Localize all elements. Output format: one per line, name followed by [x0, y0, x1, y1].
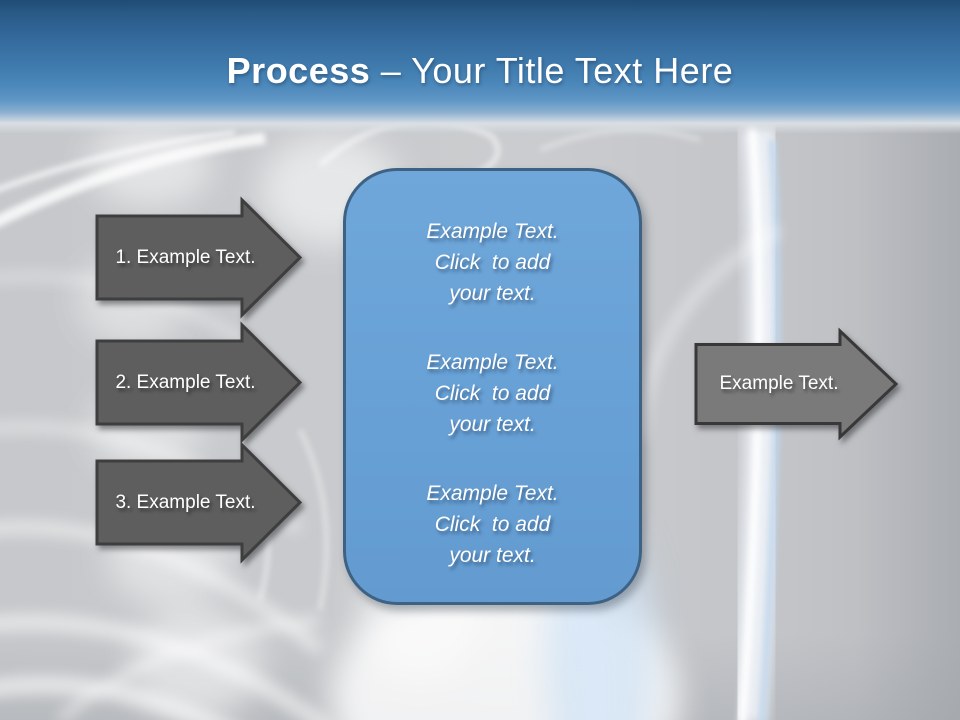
- process-output-label[interactable]: Example Text.: [719, 373, 839, 394]
- process-step-2-label[interactable]: 2. Example Text.: [115, 371, 256, 393]
- title-bar: Process – Your Title Text Here: [0, 0, 960, 134]
- text-line: Example Text.: [426, 482, 559, 505]
- detail-text-block-1[interactable]: Example Text. Click to add your text.: [346, 216, 639, 309]
- process-step-1-label[interactable]: 1. Example Text.: [115, 246, 256, 268]
- text-line: Example Text.: [426, 220, 559, 243]
- text-line: Example Text.: [426, 351, 559, 374]
- process-step-arrow-3[interactable]: 3. Example Text.: [95, 441, 303, 564]
- arrow-right-shape-icon: [694, 327, 899, 441]
- text-line: Click to add: [434, 251, 551, 274]
- detail-text-block-3[interactable]: Example Text. Click to add your text.: [346, 478, 639, 571]
- text-line: Click to add: [434, 513, 551, 536]
- process-step-3-label[interactable]: 3. Example Text.: [115, 491, 256, 513]
- process-step-arrow-2[interactable]: 2. Example Text.: [95, 321, 303, 444]
- title-subtitle: – Your Title Text Here: [370, 50, 734, 91]
- process-step-arrow-1[interactable]: 1. Example Text.: [95, 196, 303, 319]
- arrow-right-shape-icon: [95, 441, 303, 564]
- text-line: your text.: [449, 413, 536, 436]
- arrow-right-shape-icon: [95, 196, 303, 319]
- text-line: Click to add: [434, 382, 551, 405]
- title-keyword: Process: [226, 50, 371, 91]
- process-detail-box[interactable]: Example Text. Click to add your text. Ex…: [343, 168, 642, 605]
- text-line: your text.: [449, 282, 536, 305]
- text-line: your text.: [449, 544, 536, 567]
- slide-title[interactable]: Process – Your Title Text Here: [0, 50, 960, 92]
- detail-text-block-2[interactable]: Example Text. Click to add your text.: [346, 347, 639, 440]
- arrow-right-shape-icon: [95, 321, 303, 444]
- process-output-arrow[interactable]: Example Text.: [694, 327, 899, 441]
